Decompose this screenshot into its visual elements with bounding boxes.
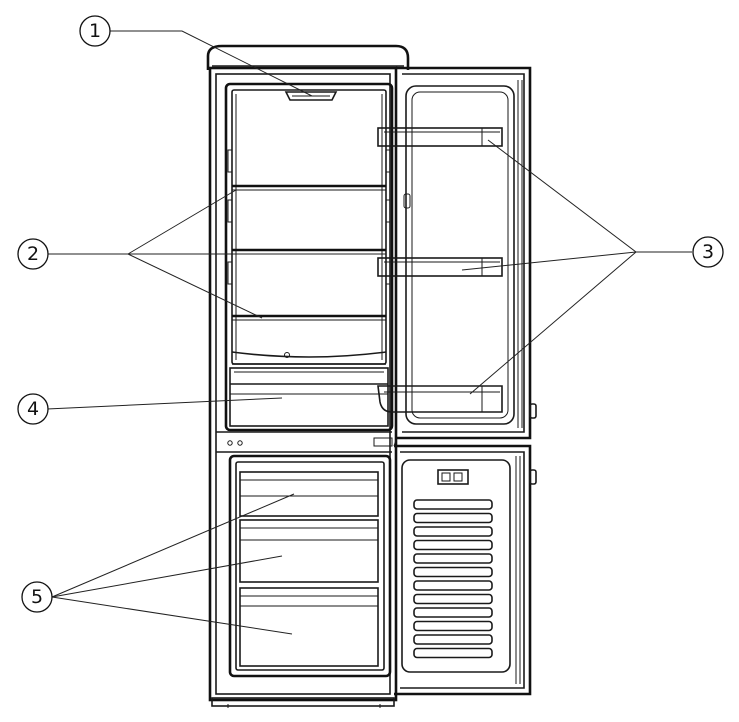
freezer-compartment	[228, 454, 392, 678]
freezer-drawer	[239, 471, 379, 517]
svg-text:2: 2	[27, 243, 39, 265]
freezer-door-bar	[413, 580, 493, 591]
glass-shelf	[232, 314, 386, 321]
divider-panel	[216, 431, 392, 453]
svg-text:5: 5	[31, 586, 43, 608]
freezer-door-bar	[413, 593, 493, 605]
freezer-door-bar	[413, 512, 493, 524]
fridge-door	[396, 66, 537, 440]
door-shelf	[377, 257, 503, 277]
callout-2: 2	[17, 238, 49, 270]
freezer-door-bar	[413, 634, 493, 645]
freezer-drawer	[239, 587, 379, 667]
callout-5: 5	[21, 581, 53, 613]
freezer-door-bar	[413, 539, 493, 551]
callout-4: 4	[17, 393, 49, 425]
freezer-door-bar	[413, 620, 493, 632]
callout-1: 1	[79, 15, 111, 47]
glass-shelf	[232, 184, 386, 191]
door-shelf	[377, 127, 503, 147]
svg-text:3: 3	[702, 241, 714, 263]
crisper-drawer	[229, 367, 389, 427]
fridge-cabinet	[206, 44, 410, 708]
glass-shelf	[232, 248, 386, 255]
freezer-door-bar	[413, 526, 493, 537]
svg-text:1: 1	[89, 20, 101, 42]
freezer-drawer	[239, 519, 379, 583]
crisper-cover	[231, 351, 387, 365]
freezer-door-bar	[413, 553, 493, 564]
callout-leaders	[46, 30, 692, 635]
freezer-door-bar	[413, 647, 493, 659]
door-shelf	[377, 385, 503, 413]
fridge-compartment	[224, 82, 394, 432]
freezer-door-bars	[413, 499, 493, 659]
freezer-door	[373, 437, 537, 696]
freezer-door-bar	[413, 499, 493, 510]
callout-3: 3	[692, 236, 724, 268]
freezer-door-bar	[413, 566, 493, 578]
freezer-door-bar	[413, 607, 493, 618]
svg-text:4: 4	[27, 398, 39, 420]
